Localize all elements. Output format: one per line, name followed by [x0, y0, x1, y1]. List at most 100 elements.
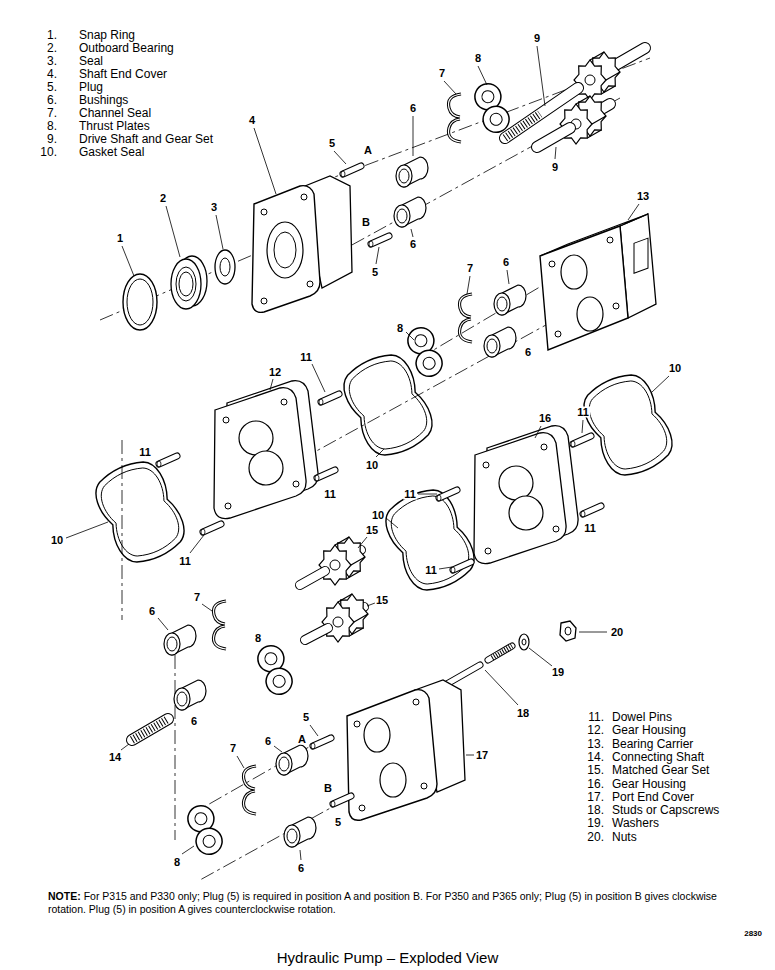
outboard-parts — [123, 250, 235, 330]
legend-text: Bearing Carrier — [612, 738, 693, 751]
legend-text: Nuts — [612, 831, 637, 844]
legend-number: 12. — [587, 724, 604, 737]
callout-number: 13 — [636, 191, 650, 202]
callout-number: 20 — [610, 627, 624, 638]
legend-text: Bushings — [79, 94, 128, 107]
callout-number: A — [363, 145, 373, 156]
callout-number: 11 — [323, 489, 337, 500]
legend-text: Shaft End Cover — [79, 68, 167, 81]
legend-number: 9. — [47, 133, 57, 146]
legend-number: 15. — [587, 764, 604, 777]
legend-number: 4. — [47, 68, 57, 81]
legend-number: 11. — [588, 711, 604, 724]
legend-number: 16. — [587, 778, 604, 791]
callout-number: 6 — [264, 736, 272, 747]
callout-number: 12 — [268, 367, 282, 378]
legend-text: Gear Housing — [612, 778, 686, 791]
callout-number: 11 — [138, 447, 152, 458]
bearing-carrier — [540, 214, 656, 350]
callout-number: 7 — [466, 263, 474, 274]
legend-number: 14. — [587, 751, 604, 764]
callout-number: B — [361, 217, 371, 228]
middle-parts — [88, 285, 680, 599]
callout-number: A — [297, 734, 307, 745]
legend-text: Gear Housing — [612, 724, 686, 737]
legend-text: Plug — [79, 81, 103, 94]
callout-number: 6 — [409, 239, 417, 250]
callout-number: 15 — [375, 595, 389, 606]
legend-text: Dowel Pins — [612, 711, 672, 724]
legend-text: Connecting Shaft — [612, 751, 704, 764]
callout-number: 8 — [474, 53, 482, 64]
callout-number: 6 — [297, 863, 305, 874]
callout-number: 17 — [475, 750, 489, 761]
callout-number: 10 — [50, 535, 64, 546]
legend-number: 18. — [587, 804, 604, 817]
note-text: NOTE: — [48, 890, 81, 902]
legend-text: Drive Shaft and Gear Set — [79, 133, 213, 146]
note-text: For P315 and P330 only; Plug (5) is requ… — [48, 890, 717, 915]
callout-number: 8 — [254, 633, 262, 644]
shaft-end-cover — [252, 176, 352, 312]
legend-text: Outboard Bearing — [79, 42, 174, 55]
callout-number: 3 — [210, 202, 218, 213]
legend-text: Thrust Plates — [79, 120, 150, 133]
callout-number: 11 — [403, 489, 417, 500]
legend-number: 8. — [47, 120, 57, 133]
callout-number: 11 — [424, 565, 438, 576]
callout-number: 10 — [371, 510, 385, 521]
callout-number: 7 — [193, 592, 201, 603]
callout-number: 5 — [334, 817, 342, 828]
legend-number: 20. — [587, 831, 604, 844]
callout-number: 11 — [576, 407, 590, 418]
figure-caption: Hydraulic Pump – Exploded View — [0, 949, 775, 967]
callout-number: 10 — [365, 460, 379, 471]
callout-number: 11 — [178, 556, 192, 567]
callout-number: 6 — [190, 716, 198, 727]
legend-number: 7. — [47, 107, 57, 120]
legend-text: Washers — [612, 817, 659, 830]
legend-number: 13. — [587, 738, 604, 751]
callout-number: 15 — [365, 525, 379, 536]
legend-text: Port End Cover — [612, 791, 694, 804]
callout-number: 6 — [409, 103, 417, 114]
callout-number: 1 — [116, 233, 124, 244]
callout-number: 8 — [173, 857, 181, 868]
legend-text: Matched Gear Set — [612, 764, 709, 777]
legend-number: 5. — [47, 81, 57, 94]
legend-text: Seal — [79, 55, 103, 68]
callout-number: 8 — [396, 323, 404, 334]
legend-number: 1. — [47, 29, 57, 42]
note-text: NOTE:For P315 and P330 only; Plug (5) is… — [48, 890, 753, 916]
legend-number: 17. — [587, 791, 604, 804]
legend-number: 10. — [40, 146, 57, 159]
callout-number: 18 — [516, 708, 530, 719]
legend-text: Channel Seal — [79, 107, 151, 120]
legend-text: Snap Ring — [79, 29, 135, 42]
callout-number: 19 — [551, 667, 565, 678]
callout-number: B — [323, 783, 333, 794]
callout-number: 5 — [371, 267, 379, 278]
callout-number: 16 — [538, 413, 552, 424]
callout-number: 5 — [328, 138, 336, 149]
matched-gear-set — [300, 537, 368, 642]
port-end-cover — [184, 680, 465, 858]
legend-number: 19. — [587, 817, 604, 830]
callout-number: 2 — [159, 193, 167, 204]
drive-shaft-gear-set — [505, 48, 645, 147]
callout-number: 6 — [502, 257, 510, 268]
legend-text: Gasket Seal — [79, 146, 144, 159]
callout-number: 6 — [148, 606, 156, 617]
legend-number: 2. — [47, 42, 57, 55]
upper-small-parts — [341, 80, 513, 247]
callout-number: 9 — [551, 162, 559, 173]
callout-number: 10 — [668, 363, 682, 374]
callout-number: 5 — [302, 712, 310, 723]
callout-number: 4 — [248, 115, 256, 126]
callout-number: 9 — [533, 33, 541, 44]
legend-text: Studs or Capscrews — [612, 804, 719, 817]
callout-number: 14 — [108, 752, 122, 763]
drawing-number: 2830 — [744, 929, 762, 938]
callout-number: 7 — [229, 743, 237, 754]
legend-number: 3. — [47, 55, 57, 68]
